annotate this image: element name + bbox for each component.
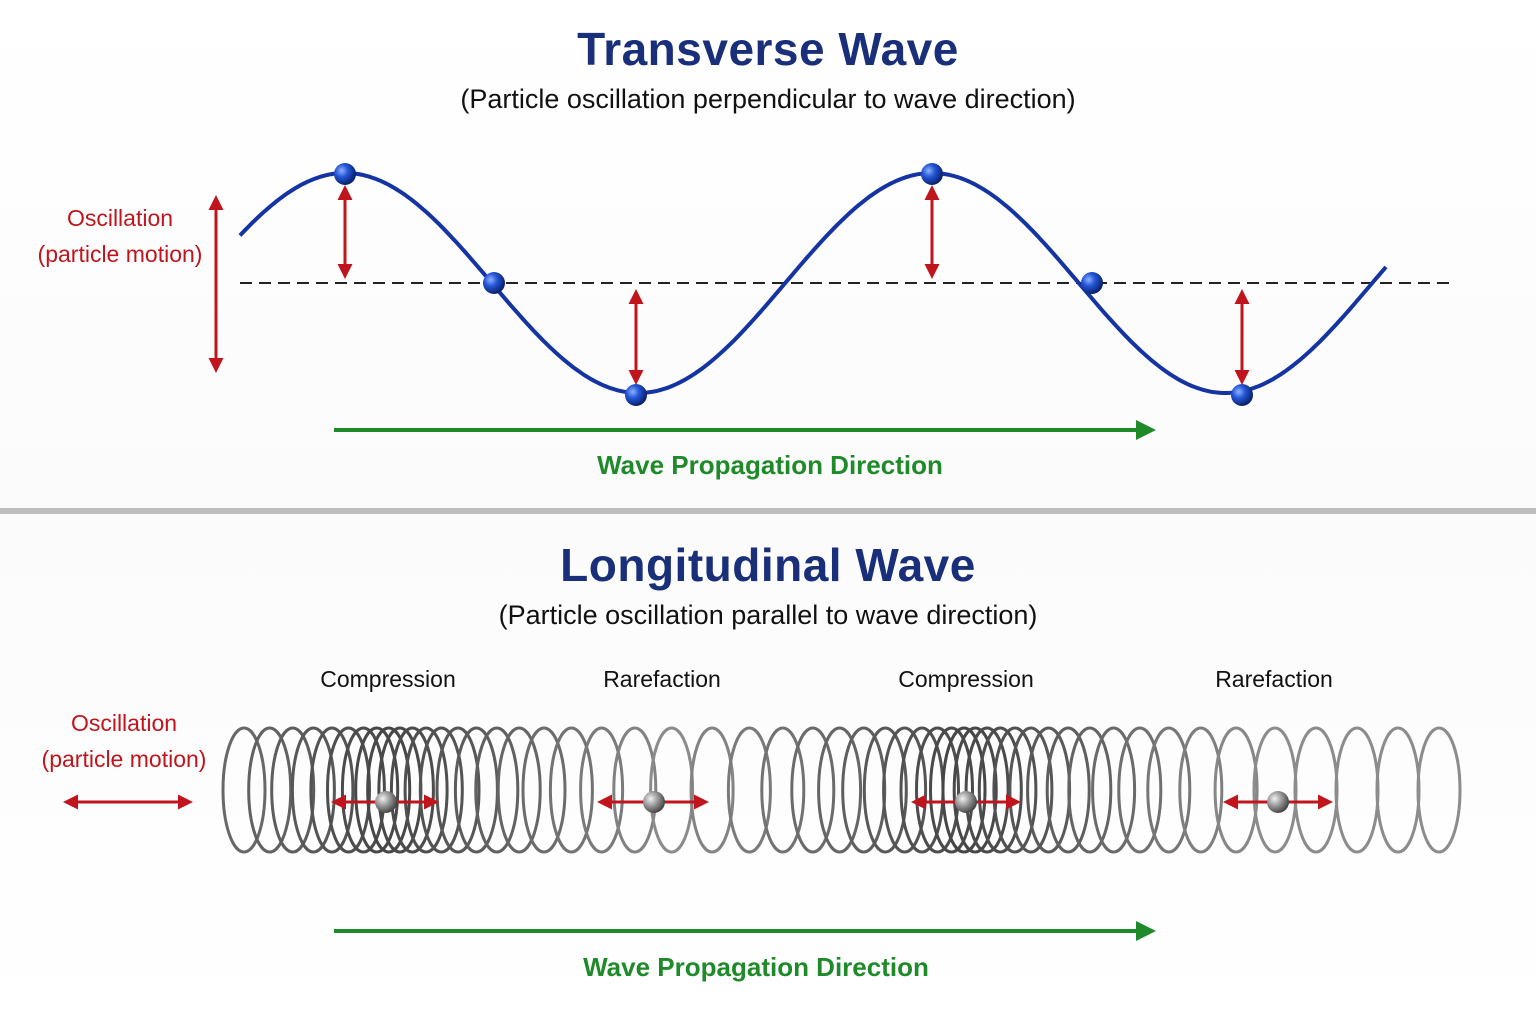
spring-coil — [992, 726, 1038, 854]
spring-coil — [1146, 726, 1192, 854]
spring-coil — [366, 726, 412, 854]
spring-coil — [760, 726, 806, 854]
spring-coil — [354, 726, 400, 854]
region-label-compression-1: Compression — [320, 666, 456, 692]
spring-coil — [1213, 726, 1259, 854]
particle — [334, 163, 356, 185]
spring-coil — [403, 726, 449, 854]
spring-coil — [290, 726, 336, 854]
spring-coil — [929, 726, 974, 854]
spring-coil — [496, 726, 542, 854]
spring-coil — [1117, 726, 1163, 854]
particle — [643, 791, 665, 813]
spring-coil — [340, 726, 386, 854]
particle — [1081, 272, 1103, 294]
spring-coil — [309, 726, 355, 854]
spring-coil — [270, 726, 316, 854]
spring-coil — [1091, 726, 1137, 854]
section-divider — [0, 508, 1536, 514]
transverse-oscillation-sub: (particle motion) — [37, 241, 203, 267]
longitudinal-oscillation-label: Oscillation (particle motion) — [24, 705, 224, 777]
spring-coil — [915, 726, 960, 854]
spring-coil — [1008, 726, 1054, 854]
particle — [921, 163, 943, 185]
spring-coil — [435, 726, 481, 854]
particle — [483, 272, 505, 294]
transverse-oscillation-label: Oscillation (particle motion) — [20, 200, 220, 272]
spring-coil — [964, 726, 1010, 854]
longitudinal-subtitle: (Particle oscillation parallel to wave d… — [498, 600, 1038, 630]
spring-coil — [862, 726, 908, 854]
spring-coil — [521, 726, 567, 854]
spring-coil — [790, 726, 836, 854]
transverse-title: Transverse Wave — [577, 23, 959, 75]
spring-coil — [548, 726, 594, 854]
spring-coil — [817, 726, 863, 854]
longitudinal-oscillation-title: Oscillation — [70, 710, 178, 736]
spring-coil — [1334, 726, 1380, 854]
spring-coil — [579, 726, 625, 854]
spring-coil — [1045, 726, 1091, 854]
transverse-subtitle: (Particle oscillation perpendicular to w… — [460, 84, 1076, 114]
particle — [1267, 791, 1289, 813]
spring-coil — [1178, 726, 1224, 854]
spring-coil — [952, 726, 998, 854]
spring-coil-group — [221, 726, 1462, 854]
spring-coil — [977, 726, 1023, 854]
spring-coil — [726, 726, 772, 854]
spring-coil — [612, 726, 658, 854]
longitudinal-oscillation-sub: (particle motion) — [41, 746, 207, 772]
particle — [375, 791, 397, 813]
longitudinal-propagation-label: Wave Propagation Direction — [583, 952, 929, 982]
longitudinal-wave-group — [63, 791, 1333, 941]
spring-coil — [941, 726, 987, 854]
spring-coil — [221, 726, 267, 854]
spring-coil — [1293, 726, 1339, 854]
spring-coil — [418, 726, 464, 854]
transverse-oscillation-title: Oscillation — [66, 205, 174, 231]
spring-coil — [247, 726, 293, 854]
region-label-rarefaction-1: Rarefaction — [603, 666, 721, 692]
region-label-compression-2: Compression — [898, 666, 1034, 692]
transverse-panel — [0, 0, 1536, 508]
spring-coil — [1252, 726, 1298, 854]
transverse-propagation-label: Wave Propagation Direction — [597, 450, 943, 480]
particle — [955, 791, 977, 813]
spring-coil — [1375, 726, 1421, 854]
spring-coil — [1067, 726, 1113, 854]
spring-coil — [882, 726, 928, 854]
spring-coil — [326, 726, 371, 854]
transverse-wave-group — [208, 163, 1455, 440]
spring-coil — [389, 726, 435, 854]
particle — [625, 384, 647, 406]
spring-coil — [1416, 726, 1462, 854]
transverse-wave-curve — [238, 170, 1388, 395]
particle — [1231, 384, 1253, 406]
longitudinal-title: Longitudinal Wave — [560, 539, 976, 591]
spring-coil — [474, 726, 520, 854]
region-label-rarefaction-2: Rarefaction — [1215, 666, 1333, 692]
spring-coil — [689, 726, 735, 854]
